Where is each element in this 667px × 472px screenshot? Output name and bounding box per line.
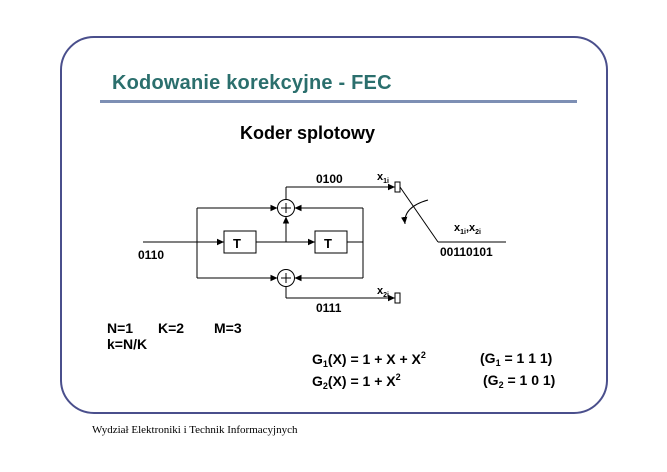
top-tap-label: x1i xyxy=(377,171,389,185)
output-bits: 00110101 xyxy=(440,245,493,259)
param-n: N=1 xyxy=(107,320,134,336)
tap-x2 xyxy=(394,292,401,304)
title-divider xyxy=(100,100,577,103)
param-m: M=3 xyxy=(214,320,242,336)
generator-g1: G1(X) = 1 + X + X2 xyxy=(312,350,426,369)
commutator-arm xyxy=(399,186,439,243)
register-2-label: T xyxy=(324,236,332,251)
slide-frame xyxy=(60,36,608,414)
tap-x1 xyxy=(394,181,401,193)
bottom-output-bits: 0111 xyxy=(316,301,342,315)
generator-g2: G2(X) = 1 + X2 xyxy=(312,372,401,391)
mux-label: x1i,x2i xyxy=(454,222,481,236)
param-k: K=2 xyxy=(158,320,185,336)
register-1-label: T xyxy=(233,236,241,251)
rotation-arrow xyxy=(401,199,429,225)
diagram-title: Koder splotowy xyxy=(240,123,376,143)
top-output-bits: 0100 xyxy=(316,172,343,186)
param-rate: k=N/K xyxy=(107,336,148,352)
slide-title: Kodowanie korekcyjne - FEC xyxy=(112,72,392,94)
footer-institution: Wydział Elektroniki i Technik Informacyj… xyxy=(92,424,298,436)
input-bits: 0110 xyxy=(138,248,164,262)
bottom-tap-label: x2i xyxy=(377,285,389,299)
generator-g2-vector: (G2 = 1 0 1) xyxy=(483,372,556,390)
generator-g1-vector: (G1 = 1 1 1) xyxy=(480,350,553,368)
